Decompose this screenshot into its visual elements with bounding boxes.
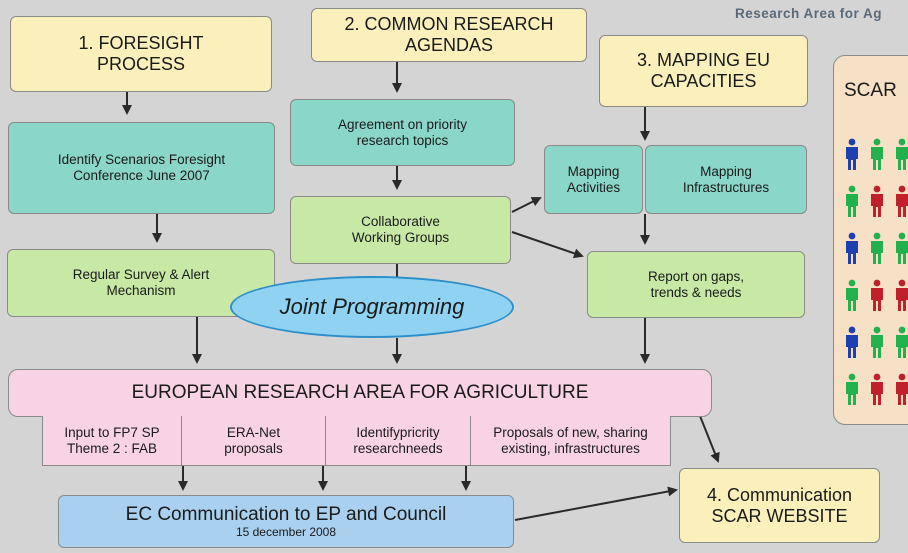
person-icon bbox=[846, 373, 858, 405]
person-icon bbox=[846, 185, 858, 217]
eranet-box: ERA-Net proposals bbox=[182, 416, 326, 466]
person-icon bbox=[871, 279, 883, 311]
person-icon bbox=[896, 373, 908, 405]
mapping-infrastructures-box: Mapping Infrastructures bbox=[645, 145, 807, 214]
person-icon bbox=[871, 326, 883, 358]
person-icon bbox=[871, 185, 883, 217]
proposals-box: Proposals of new, sharing existing, infr… bbox=[471, 416, 671, 466]
joint-programming-ellipse: Joint Programming bbox=[230, 276, 514, 338]
ec-communication-box: EC Communication to EP and Council 15 de… bbox=[58, 495, 514, 548]
agendas-box: 2. COMMON RESEARCH AGENDAS bbox=[311, 8, 587, 62]
person-icon bbox=[896, 326, 908, 358]
people-grid bbox=[846, 138, 908, 405]
person-icon bbox=[846, 138, 858, 170]
arrow-ec-communication bbox=[514, 486, 678, 521]
mapping-activities-box: Mapping Activities bbox=[544, 145, 643, 214]
collab-box: Collaborative Working Groups bbox=[290, 196, 511, 264]
ec-date: 15 december 2008 bbox=[235, 524, 337, 539]
foresight-box: 1. FORESIGHT PROCESS bbox=[10, 16, 272, 92]
person-icon bbox=[871, 138, 883, 170]
person-icon bbox=[871, 373, 883, 405]
person-icon bbox=[846, 279, 858, 311]
scenarios-box: Identify Scenarios Foresight Conference … bbox=[8, 122, 275, 214]
person-icon bbox=[846, 232, 858, 264]
person-icon bbox=[896, 232, 908, 264]
era-bar: EUROPEAN RESEARCH AREA FOR AGRICULTURE bbox=[8, 369, 712, 417]
person-icon bbox=[896, 279, 908, 311]
priority-box: Agreement on priority research topics bbox=[290, 99, 515, 166]
header-text: Research Area for Ag bbox=[735, 6, 883, 21]
fp7-box: Input to FP7 SP Theme 2 : FAB bbox=[42, 416, 182, 466]
scar-panel: SCAR bbox=[833, 55, 908, 425]
person-icon bbox=[896, 138, 908, 170]
arrow-collab-report bbox=[511, 231, 584, 259]
communication-box: 4. Communication SCAR WEBSITE bbox=[679, 468, 880, 543]
arrow-collab-mapping bbox=[511, 197, 542, 213]
person-icon bbox=[846, 326, 858, 358]
ec-title: EC Communication to EP and Council bbox=[125, 503, 447, 525]
person-icon bbox=[871, 232, 883, 264]
identify-box: Identifypricrity researchneeds bbox=[326, 416, 471, 466]
arrow-era-communication bbox=[699, 415, 720, 463]
report-box: Report on gaps, trends & needs bbox=[587, 251, 805, 318]
scar-label: SCAR bbox=[844, 80, 897, 101]
mapping-box: 3. MAPPING EU CAPACITIES bbox=[599, 35, 808, 107]
person-icon bbox=[896, 185, 908, 217]
